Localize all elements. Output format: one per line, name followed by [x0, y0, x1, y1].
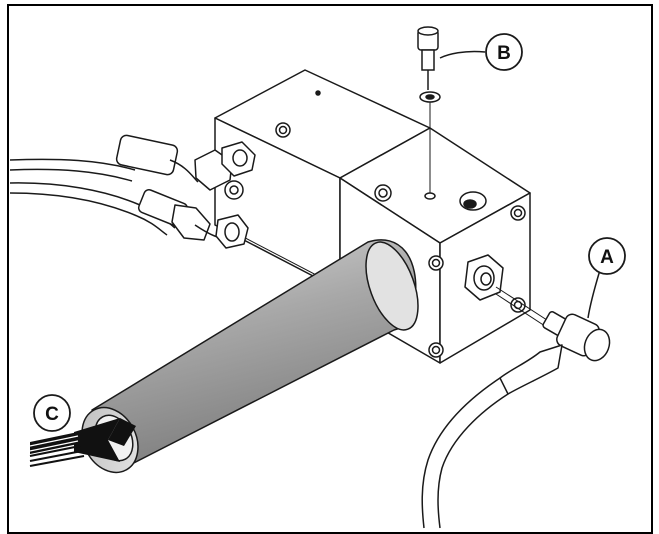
callout-b: B	[485, 33, 523, 71]
callout-b-label: B	[497, 43, 511, 64]
callout-c: C	[33, 394, 71, 432]
sensor-connector-a	[421, 286, 611, 529]
callout-leaders	[439, 50, 601, 319]
callout-a-label: A	[600, 247, 614, 268]
callout-c-label: C	[45, 404, 59, 425]
hose-fittings	[115, 134, 256, 249]
callout-a: A	[588, 237, 626, 275]
screw-hole	[424, 192, 436, 200]
screw-b	[417, 26, 441, 193]
insertion-arrow	[29, 418, 136, 467]
tube-far-end	[365, 241, 419, 331]
